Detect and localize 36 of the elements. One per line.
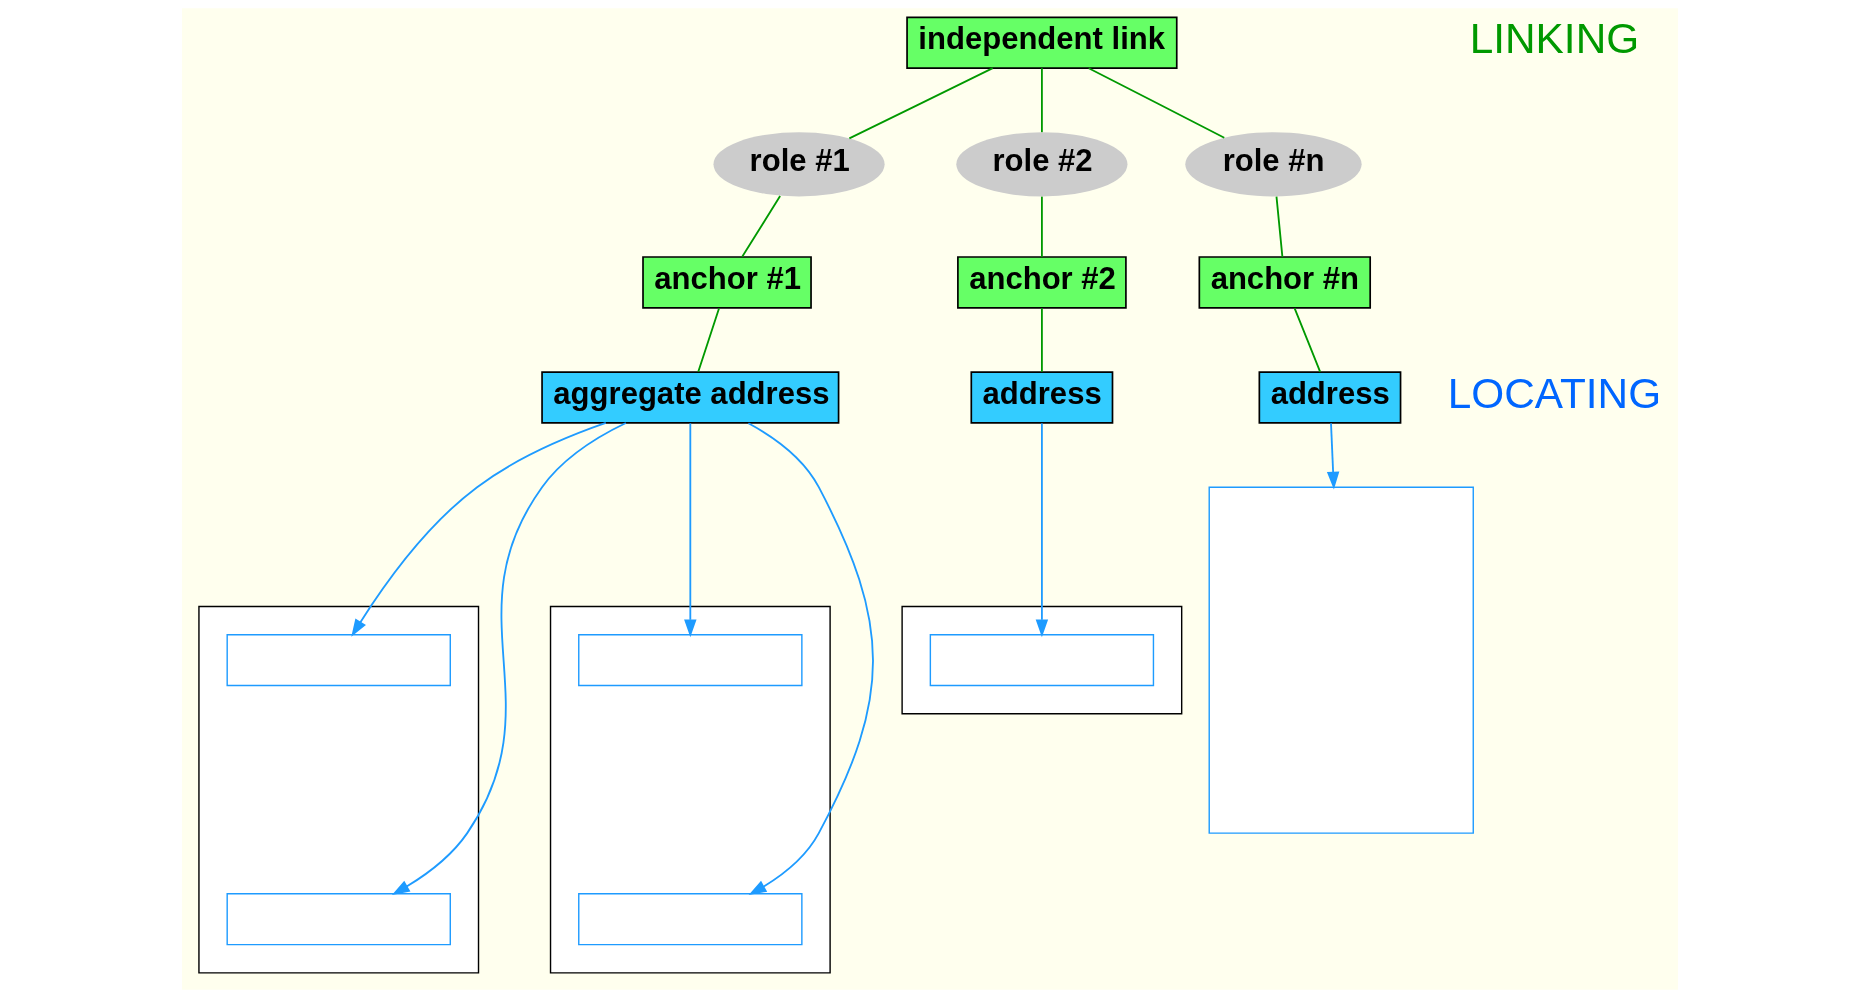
arrow	[684, 422, 697, 638]
cluster	[549, 605, 831, 974]
node-box: anchor #1	[642, 256, 812, 309]
node-box	[929, 634, 1155, 687]
node-box	[226, 893, 451, 946]
connector	[1041, 67, 1043, 134]
node-ellipse: role #1	[713, 132, 885, 197]
node-box: address	[970, 371, 1114, 424]
connector	[1041, 195, 1043, 258]
arrow	[747, 422, 874, 896]
node-box: independent link	[906, 16, 1178, 69]
cluster	[901, 605, 1183, 715]
connector	[1275, 195, 1284, 258]
node-box: anchor #2	[957, 256, 1127, 309]
node-box	[1208, 486, 1474, 834]
node-box	[578, 893, 803, 946]
node-box	[226, 634, 451, 687]
arrow	[1326, 422, 1340, 490]
node-box: anchor #n	[1198, 256, 1372, 309]
node-box: aggregate address	[541, 371, 840, 424]
node-box	[578, 634, 803, 687]
connector	[741, 195, 782, 258]
connector	[697, 307, 720, 373]
node-ellipse: role #n	[1185, 132, 1362, 197]
connector	[1293, 307, 1322, 373]
arrow	[1035, 422, 1049, 638]
node-box: address	[1258, 371, 1402, 424]
label: LINKING	[1469, 15, 1640, 63]
cluster	[198, 605, 480, 974]
label: LOCATING	[1447, 370, 1662, 418]
node-ellipse: role #2	[956, 132, 1128, 197]
connector	[848, 67, 994, 140]
connector	[1087, 67, 1226, 139]
arrow	[391, 422, 627, 895]
connector	[1041, 307, 1043, 373]
arrow	[351, 422, 607, 637]
